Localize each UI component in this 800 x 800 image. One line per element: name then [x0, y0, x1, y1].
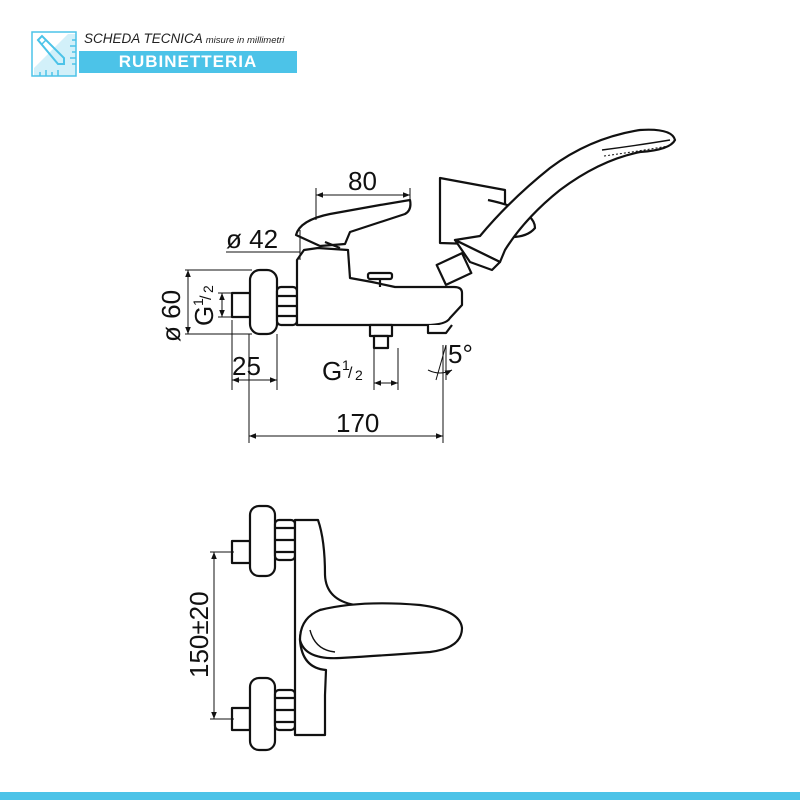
outlet-thread-letter: G — [322, 356, 342, 386]
shower-connector — [453, 238, 502, 272]
top-inlet-pipe — [230, 539, 252, 565]
bottom-inlet-pipe — [230, 706, 252, 732]
sheet-title-units: misure in millimetri — [205, 35, 285, 46]
outlet-thread-num: 1 — [342, 357, 350, 373]
inlet-thread-num: 1 — [190, 298, 206, 306]
top-flange — [248, 504, 277, 578]
ruler-pencil-icon — [31, 31, 77, 77]
svg-text:/: / — [348, 365, 353, 382]
dim-spout-angle: 5° — [448, 339, 473, 369]
dim-lever-length: 80 — [348, 166, 377, 196]
svg-text:/: / — [198, 295, 215, 300]
front-mixer-lever — [298, 602, 464, 660]
diverter-knob — [366, 271, 394, 281]
shower-handle — [453, 128, 677, 264]
dim-total-length: 170 — [336, 408, 379, 438]
bottom-flange — [248, 676, 277, 752]
dim-inlet-thread: G 1 / 2 — [189, 285, 219, 326]
side-view-dimensions — [185, 188, 453, 443]
inlet-thread-letter: G — [189, 306, 219, 326]
frame-bottom-bar — [0, 792, 800, 800]
dim-flange-diameter: ø 60 — [156, 290, 186, 342]
spout-outlet — [426, 324, 453, 335]
mixer-lever — [294, 198, 412, 248]
front-view — [230, 504, 464, 752]
dim-body-diameter: ø 42 — [226, 224, 278, 254]
outlet-thread-den: 2 — [355, 367, 363, 383]
front-view-dimensions — [210, 551, 234, 720]
sheet-title-main: SCHEDA TECNICA — [84, 31, 203, 46]
wall-flange — [248, 268, 279, 336]
side-view — [230, 128, 677, 350]
category-badge: RUBINETTERIA — [79, 51, 297, 73]
dim-center-distance: 150±20 — [184, 591, 214, 678]
inlet-thread-den: 2 — [200, 285, 216, 293]
bottom-outlet — [368, 323, 394, 338]
inlet-pipe — [230, 291, 252, 319]
dim-inlet-offset: 25 — [232, 351, 261, 381]
dim-outlet-thread: G 1 / 2 — [322, 356, 363, 386]
